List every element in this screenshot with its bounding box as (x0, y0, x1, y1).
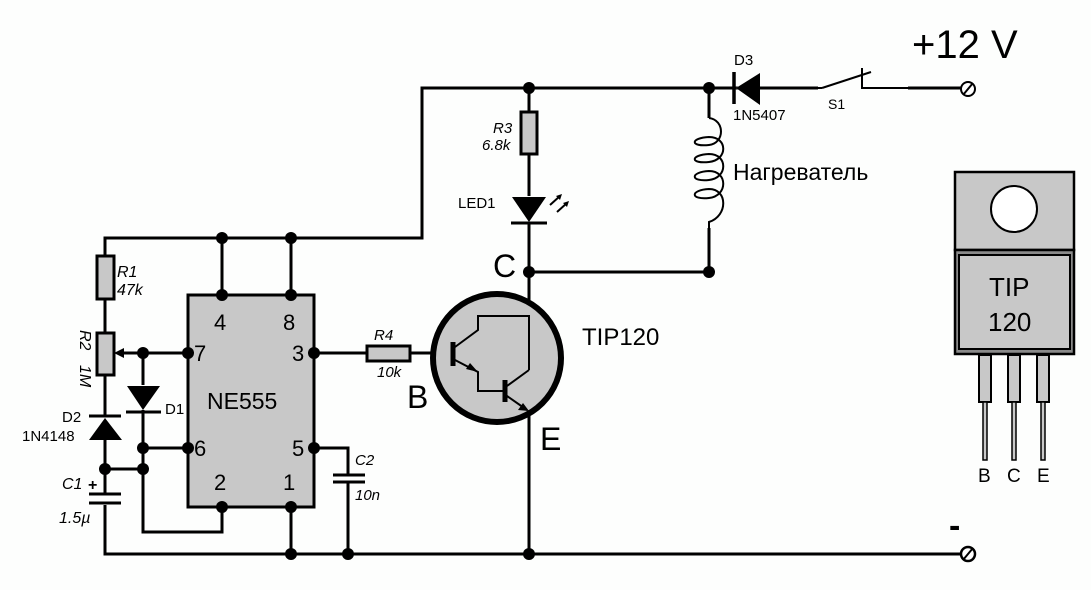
wire-pin2 (141, 469, 224, 534)
r1-ref: R1 (117, 264, 137, 281)
r2-ref: R2 (76, 330, 93, 351)
d3-ref: D3 (734, 52, 753, 69)
diode-d3: D3 1N5407 (732, 52, 786, 124)
heater-coil: Нагреватель (693, 117, 868, 228)
terminal-positive[interactable] (960, 81, 976, 97)
junction (137, 347, 149, 359)
junction (523, 82, 535, 94)
ic-ne555: 4 8 7 3 NE555 6 5 2 1 (182, 289, 320, 513)
diode-d1: D1 (126, 386, 184, 418)
s1-ref: S1 (828, 96, 845, 112)
collector-label: C (493, 248, 516, 284)
r4-ref: R4 (374, 327, 393, 344)
r2-value: 1M (76, 365, 93, 388)
wire-c1-gnd (103, 505, 966, 556)
r3-value: 6.8k (482, 137, 512, 154)
ic-name: NE555 (207, 388, 277, 414)
pin-5-label: 5 (292, 436, 304, 461)
junctions (99, 82, 715, 560)
junction (523, 548, 535, 560)
junction (285, 232, 297, 244)
capacitor-c2: C2 10n (333, 452, 380, 504)
d2-ref: D2 (62, 409, 81, 426)
terminal-negative[interactable] (959, 545, 977, 563)
led-led1: LED1 (458, 194, 569, 225)
wiper-arrow-icon (114, 348, 124, 358)
c2-value: 10n (355, 487, 380, 504)
wire-pin5 (314, 446, 350, 475)
pin-4-label: 4 (214, 310, 226, 335)
diode-d2: D2 1N4148 (22, 409, 122, 445)
switch-s1: S1 (760, 68, 966, 112)
junction (216, 232, 228, 244)
r3-ref: R3 (493, 120, 513, 137)
d3-value: 1N5407 (733, 107, 786, 124)
resistor-r4: R4 10k (365, 327, 412, 381)
d1-ref: D1 (165, 401, 184, 418)
junction (285, 548, 297, 560)
wires (103, 86, 966, 556)
wire-vcc-left (103, 86, 966, 255)
r1-value: 47k (117, 282, 144, 299)
negative-supply-label: - (949, 507, 960, 545)
emitter-label: E (540, 421, 561, 457)
d2-value: 1N4148 (22, 428, 75, 445)
junction (137, 442, 149, 454)
package-line1: TIP (989, 272, 1029, 302)
positive-supply-label: +12 V (912, 23, 1018, 67)
junction (703, 82, 715, 94)
resistor-r3: R3 6.8k (482, 110, 539, 156)
package-pin-b: B (978, 466, 991, 487)
pin-2-label: 2 (214, 470, 226, 495)
pin-1-label: 1 (283, 470, 295, 495)
junction (703, 266, 715, 278)
c1-polarity: + (88, 477, 97, 494)
c1-ref: C1 (62, 476, 82, 493)
transistor-name: TIP120 (582, 324, 659, 351)
pin-8-label: 8 (283, 310, 295, 335)
to220-package: TIP 120 B C E (953, 170, 1076, 487)
r4-value: 10k (377, 364, 403, 381)
junction (342, 548, 354, 560)
package-line2: 120 (988, 307, 1031, 337)
c2-ref: C2 (355, 452, 375, 469)
capacitor-c1: + C1 1.5µ (59, 476, 121, 527)
heater-label: Нагреватель (733, 159, 868, 185)
pin-3-label: 3 (292, 341, 304, 366)
led1-ref: LED1 (458, 195, 496, 212)
potentiometer-r2: R2 1M (76, 330, 124, 388)
transistor-tip120: B C E TIP120 (407, 248, 659, 457)
junction (99, 463, 111, 475)
junction (523, 266, 535, 278)
pin-6-label: 6 (194, 436, 206, 461)
resistor-r1: R1 47k (95, 254, 144, 301)
base-label: B (407, 379, 428, 415)
package-pin-e: E (1037, 466, 1050, 487)
c1-value: 1.5µ (59, 510, 90, 527)
pin-7-label: 7 (194, 341, 206, 366)
junction (137, 463, 149, 475)
package-pin-c: C (1007, 466, 1021, 487)
